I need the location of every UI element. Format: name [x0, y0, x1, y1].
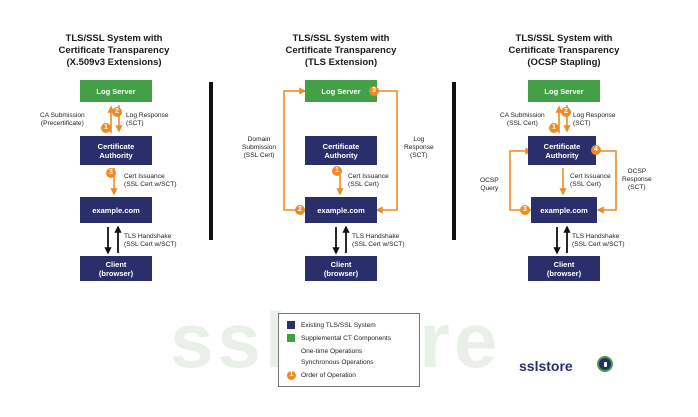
d1-order-2: 2 — [112, 107, 122, 117]
d3-order-3: 3 — [520, 205, 530, 215]
d1-example-box: example.com — [80, 197, 152, 223]
legend-navy-swatch — [287, 321, 295, 329]
d1-order-1: 1 — [101, 123, 111, 133]
d1-cert-issuance-label: Cert Issuance (SSL Cert w/SCT) — [124, 173, 177, 188]
d3-title: TLS/SSL System with Certificate Transpar… — [508, 33, 620, 68]
d1-client-box: Client(browser) — [80, 256, 152, 281]
d2-log-response-label: Log Response (SCT) — [404, 136, 434, 159]
d1-order-3: 3 — [106, 168, 116, 178]
d1-ca-submission-label: CA Submission (Precertificate) — [40, 112, 85, 127]
d2-log-server-box: Log Server — [305, 80, 377, 102]
d1-tls-handshake-label: TLS Handshake (SSL Cert w/SCT) — [124, 233, 177, 248]
d2-log-response-arrow — [375, 90, 398, 214]
d2-title: TLS/SSL System with Certificate Transpar… — [285, 33, 397, 68]
d2-domain-submission-label: Domain Submission (SSL Cert) — [242, 136, 277, 159]
d2-tls-handshake-label: TLS Handshake (SSL Cert w/SCT) — [352, 233, 405, 248]
d3-ocsp-response-arrow — [596, 150, 617, 214]
d2-order-3: 3 — [369, 86, 379, 96]
d3-ca-submission-label: CA Submission (SSL Cert) — [500, 112, 545, 127]
d3-example-box: example.com — [531, 197, 597, 223]
legend-item-supplemental: Supplemental CT Components — [287, 333, 391, 343]
d1-log-server-box: Log Server — [80, 80, 152, 102]
legend-number-badge: 1 — [287, 370, 296, 380]
d2-order-1: 1 — [332, 166, 342, 176]
d2-domain-submission-arrow — [283, 87, 307, 211]
d3-tls-handshake-label: TLS Handshake (SSL Cert w/SCT) — [572, 233, 625, 248]
d2-example-box: example.com — [305, 197, 377, 223]
d3-ocsp-query-label: OCSP Query — [480, 177, 499, 192]
d1-log-response-label: Log Response (SCT) — [126, 112, 169, 127]
legend-item-order: 1 Order of Operation — [287, 370, 356, 380]
d3-log-server-box: Log Server — [528, 80, 600, 102]
d3-order-1: 1 — [549, 123, 559, 133]
d3-order-2: 2 — [561, 107, 571, 117]
legend-item-one-time: One-time Operations — [301, 347, 363, 355]
lock-icon — [597, 356, 613, 372]
d3-client-box: Client(browser) — [528, 256, 600, 281]
legend-item-existing: Existing TLS/SSL System — [287, 320, 376, 330]
d3-log-response-label: Log Response (SCT) — [573, 112, 616, 127]
legend-item-synchronous: Synchronous Operations — [301, 358, 374, 366]
d2-cert-issuance-label: Cert Issuance (SSL Cert) — [348, 173, 389, 188]
divider-right — [452, 82, 456, 240]
d3-ocsp-response-label: OCSP Response (SCT) — [622, 168, 652, 191]
d3-order-4: 4 — [591, 145, 601, 155]
d1-title: TLS/SSL System with Certificate Transpar… — [58, 33, 170, 68]
d2-order-2: 2 — [295, 205, 305, 215]
d2-client-box: Client(browser) — [305, 256, 377, 281]
legend: Existing TLS/SSL System Supplemental CT … — [278, 313, 420, 387]
divider-left — [209, 82, 213, 240]
d3-cert-issuance-label: Cert Issuance (SSL Cert) — [570, 173, 611, 188]
legend-green-swatch — [287, 334, 295, 342]
sslstore-logo: sslstore — [519, 358, 573, 374]
